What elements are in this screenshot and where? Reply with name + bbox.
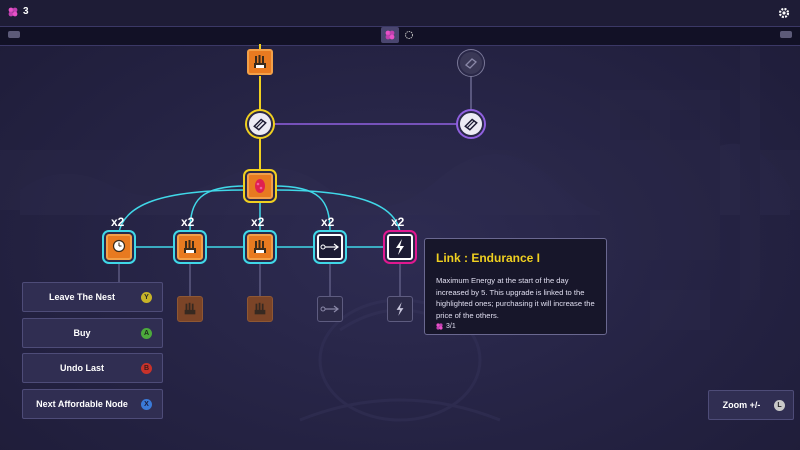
tree-node-locked-hands-2[interactable]	[247, 296, 273, 322]
tab-gears[interactable]	[400, 27, 418, 43]
tree-node-hands-1[interactable]	[177, 234, 203, 260]
lightning-bolt-icon	[396, 239, 404, 255]
pink-gem-icon	[436, 323, 443, 330]
clock-icon	[112, 239, 126, 253]
tab-scroll-left[interactable]	[8, 31, 20, 38]
book-icon	[464, 118, 478, 131]
tree-node-book-purple[interactable]	[458, 111, 484, 137]
pink-gem-icon	[8, 7, 18, 16]
node-multiplier: x2	[181, 215, 195, 229]
tree-node-hands-2[interactable]	[247, 234, 273, 260]
currency-amount: 3	[23, 6, 29, 17]
lightning-bolt-icon	[396, 302, 404, 316]
tab-strip	[0, 26, 800, 46]
tree-node-top-hands[interactable]	[247, 49, 273, 75]
tooltip-title: Link : Endurance I	[436, 251, 541, 265]
button-label: Leave The Nest	[48, 292, 116, 302]
tab-scroll-right[interactable]	[780, 31, 792, 38]
tree-node-book-hub[interactable]	[247, 111, 273, 137]
tree-node-lightning-selected[interactable]	[387, 234, 413, 260]
book-icon	[465, 58, 477, 69]
leave-the-nest-button[interactable]: Leave The Nest Y	[22, 282, 163, 312]
controller-b-icon: B	[141, 362, 152, 374]
node-multiplier: x2	[391, 215, 405, 229]
controller-l-icon: L	[774, 399, 785, 411]
open-hand-icon	[184, 302, 196, 315]
button-label: Next Affordable Node	[36, 399, 128, 409]
node-multiplier: x2	[321, 215, 335, 229]
arrow-right-icon	[320, 305, 339, 313]
open-hand-icon	[254, 240, 266, 253]
next-affordable-node-button[interactable]: Next Affordable Node X	[22, 389, 163, 419]
controller-a-icon: A	[141, 327, 152, 339]
button-label: Buy	[73, 328, 91, 338]
gear-outline-icon	[405, 31, 413, 39]
node-tooltip: Link : Endurance I Maximum Energy at the…	[424, 238, 607, 335]
open-hand-icon	[184, 240, 196, 253]
zoom-label: Zoom +/-	[722, 400, 761, 410]
tree-node-gem-cluster[interactable]	[247, 173, 273, 199]
zoom-button[interactable]: Zoom +/- L	[708, 390, 794, 420]
red-gem-icon	[255, 179, 265, 193]
tooltip-description: Maximum Energy at the start of the day i…	[436, 276, 595, 320]
open-hand-icon	[254, 55, 266, 68]
open-hand-icon	[254, 302, 266, 315]
tree-node-clock[interactable]	[106, 234, 132, 260]
tree-node-locked-hands-1[interactable]	[177, 296, 203, 322]
currency-counter: 3	[8, 6, 29, 17]
gear-icon[interactable]	[778, 7, 790, 19]
button-label: Undo Last	[60, 363, 104, 373]
controller-x-icon: X	[141, 398, 152, 410]
tree-node-locked-lightning[interactable]	[387, 296, 413, 322]
tree-node-locked-book-top[interactable]	[458, 50, 484, 76]
node-multiplier: x2	[251, 215, 265, 229]
node-multiplier: x2	[111, 215, 125, 229]
tree-node-arrow[interactable]	[317, 234, 343, 260]
tooltip-cost-value: 3/1	[446, 323, 456, 330]
arrow-right-icon	[320, 243, 339, 251]
tab-gems[interactable]	[381, 27, 399, 43]
tree-node-locked-arrow[interactable]	[317, 296, 343, 322]
book-icon	[253, 118, 267, 131]
controller-y-icon: Y	[141, 291, 152, 303]
undo-last-button[interactable]: Undo Last B	[22, 353, 163, 383]
top-bar	[0, 0, 800, 26]
tooltip-cost: 3/1	[436, 323, 595, 330]
pink-gem-icon	[385, 30, 395, 40]
buy-button[interactable]: Buy A	[22, 318, 163, 348]
